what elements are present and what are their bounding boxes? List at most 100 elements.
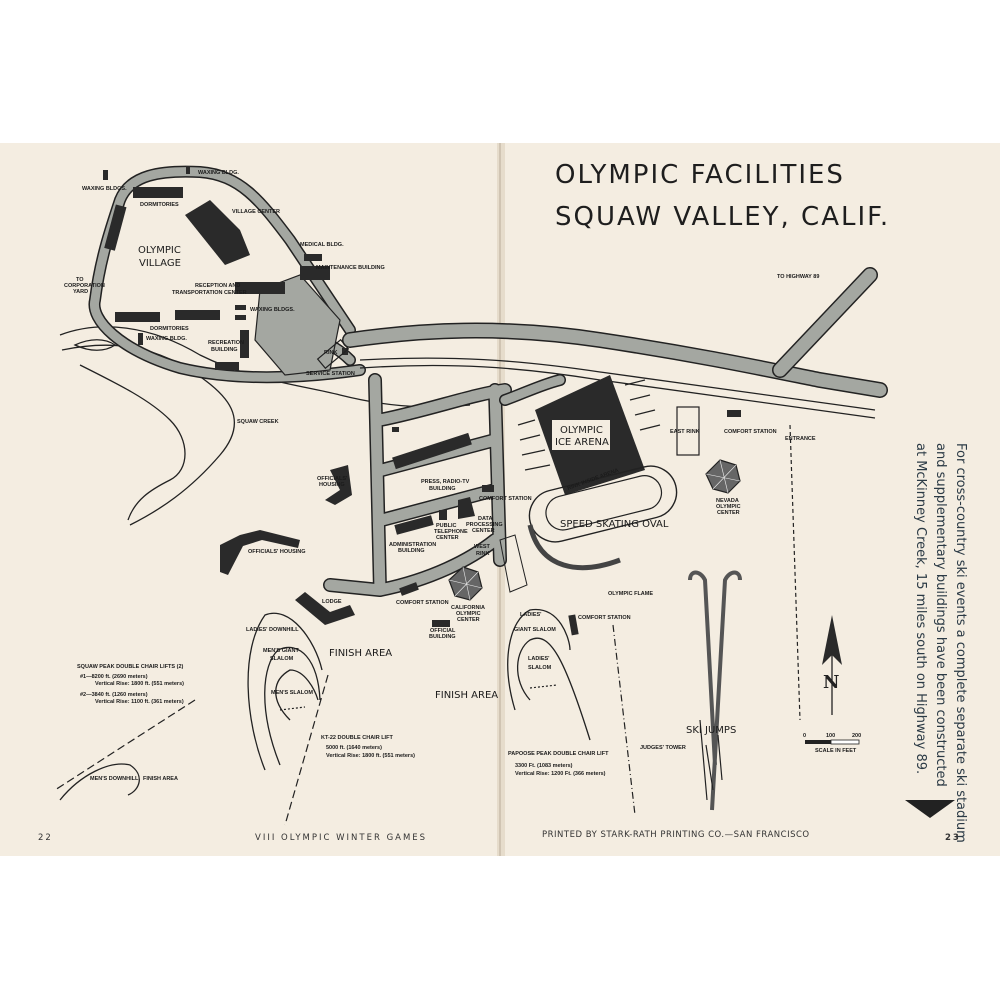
label: TO HIGHWAY 89	[777, 274, 819, 280]
label: SLALOM	[528, 665, 552, 671]
label: WAXING BLDG.	[146, 336, 187, 342]
label: WAXING BLDG.	[198, 170, 239, 176]
label: PRESS, RADIO-TV	[421, 479, 470, 485]
speed-skating-oval	[527, 465, 678, 571]
label: RECREATION	[208, 340, 244, 346]
label: TO	[76, 277, 84, 283]
title-line-1: OLYMPIC FACILITIES	[555, 160, 845, 190]
label: MEN'S GIANT	[263, 648, 299, 654]
label: MEN'S DOWNHILL	[90, 776, 139, 782]
title-line-2: SQUAW VALLEY, CALIF.	[555, 202, 890, 232]
label: MEN'S SLALOM	[271, 690, 313, 696]
label: VILLAGE	[139, 258, 181, 269]
label: ADMINISTRATION	[389, 542, 436, 548]
label: ICE ARENA	[555, 437, 609, 448]
label: Vertical Rise: 1100 ft. (361 meters)	[95, 699, 184, 705]
label: DORMITORIES	[140, 202, 179, 208]
scale-bar	[805, 739, 860, 745]
label: RINK	[476, 551, 489, 557]
label: CENTER	[436, 535, 459, 541]
label: WAXING BLDGS.	[82, 186, 127, 192]
label: DATA	[478, 516, 492, 522]
label: CALIFORNIA	[451, 605, 485, 611]
label: MEDICAL BLDG.	[300, 242, 344, 248]
label: BUILDING	[429, 486, 456, 492]
side-note-line: For cross-country ski events a complete …	[953, 443, 968, 843]
label: YARD	[73, 289, 88, 295]
label: BUILDING	[211, 347, 238, 353]
label: SQUAW PEAK DOUBLE CHAIR LIFTS (2)	[77, 664, 184, 670]
label: GIANT SLALOM	[514, 627, 556, 633]
label: CENTER	[457, 617, 480, 623]
label: WEST	[474, 544, 491, 550]
label: JUDGES' TOWER	[640, 745, 686, 751]
california-olympic-center	[448, 566, 483, 601]
label: COMFORT STATION	[479, 496, 532, 502]
label: COMFORT STATION	[724, 429, 777, 435]
label: 5000 ft. (1640 meters)	[326, 745, 382, 751]
label: FINISH AREA	[143, 776, 178, 782]
label: LADIES'	[520, 612, 542, 618]
label: BUILDING	[429, 634, 456, 640]
continue-arrow-icon	[905, 800, 955, 818]
buildings	[103, 166, 741, 636]
nevada-olympic-center	[705, 459, 741, 494]
label: OLYMPIC	[560, 425, 603, 436]
label: OFFICIALS' HOUSING	[248, 549, 306, 555]
label: FINISH AREA	[435, 690, 498, 701]
label: BUILDING	[398, 548, 425, 554]
label: KT-22 DOUBLE CHAIR LIFT	[321, 735, 393, 741]
side-note: For cross-country ski events a complete …	[913, 443, 968, 843]
label: OFFICIALS'	[317, 476, 348, 482]
east-rink	[676, 406, 700, 456]
label: Vertical Rise: 1800 ft. (551 meters)	[95, 681, 184, 687]
north-arrow	[822, 615, 842, 715]
north-label: N	[823, 672, 839, 693]
label: TRANSPORTATION CENTER	[172, 290, 247, 296]
ski-jumps	[688, 570, 742, 811]
side-note-line: at McKinney Creek, 15 miles south on Hig…	[913, 443, 928, 774]
label: OLYMPIC	[456, 611, 481, 617]
label: NEVADA	[716, 498, 739, 504]
label: 0	[803, 733, 806, 739]
label: PROCESSING	[466, 522, 503, 528]
label: ENTRANCE	[785, 436, 816, 442]
label: 100	[826, 733, 835, 739]
ski-runs	[54, 609, 636, 826]
label: OLYMPIC	[138, 245, 181, 256]
label: WAXING BLDGS.	[250, 307, 295, 313]
village-rink	[316, 338, 350, 370]
label: OFFICIAL	[430, 628, 456, 634]
label: SKI JUMPS	[686, 725, 736, 736]
label: Vertical Rise: 1200 Ft. (366 meters)	[515, 771, 606, 777]
label: SERVICE STATION	[306, 371, 355, 377]
label: PAPOOSE PEAK DOUBLE CHAIR LIFT	[508, 751, 609, 757]
label: EAST RINK	[670, 429, 700, 435]
side-note-line: and supplementary buildings have been co…	[933, 443, 948, 787]
label: DORMITORIES	[150, 326, 189, 332]
label: LODGE	[322, 599, 342, 605]
label: TELEPHONE	[434, 529, 468, 535]
label: PUBLIC	[436, 523, 457, 529]
label: FINISH AREA	[329, 648, 392, 659]
label: SCALE IN FEET	[815, 748, 857, 754]
footer-right: PRINTED BY STARK-RATH PRINTING CO.—SAN F…	[542, 830, 810, 840]
label: RINK	[324, 350, 337, 356]
label: SPEED SKATING OVAL	[560, 519, 669, 530]
label: RECEPTION AND	[195, 283, 240, 289]
label: Vertical Rise: 1800 ft. (551 meters)	[326, 753, 415, 759]
label: LADIES'	[528, 656, 550, 662]
footer-left: VIII OLYMPIC WINTER GAMES	[255, 833, 427, 843]
page-number-left: 22	[38, 833, 53, 843]
label: SQUAW CREEK	[237, 419, 279, 425]
label: CENTER	[717, 510, 740, 516]
label: CORPORATION	[64, 283, 105, 289]
label: LADIES' DOWNHILL	[246, 627, 299, 633]
label: SLALOM	[270, 656, 294, 662]
label: #2—3840 ft. (1260 meters)	[80, 692, 148, 698]
olympic-ice-arena	[517, 375, 661, 495]
label: #1—8200 ft. (2690 meters)	[80, 674, 148, 680]
label: COMFORT STATION	[396, 600, 449, 606]
west-rink	[499, 534, 528, 593]
label: COMFORT STATION	[578, 615, 631, 621]
